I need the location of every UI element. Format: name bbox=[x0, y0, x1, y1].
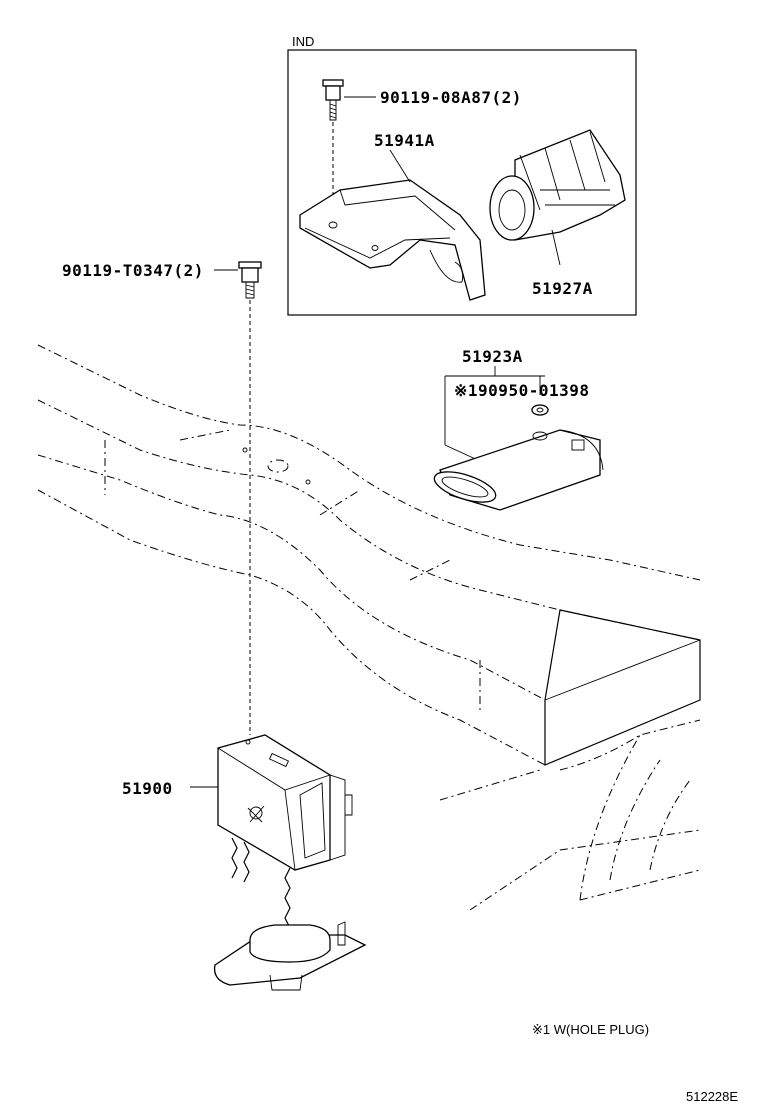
label-90119-t0347: 90119-T0347(2) bbox=[62, 261, 204, 280]
footnote: ※1 W(HOLE PLUG) bbox=[532, 1022, 649, 1037]
label-90119-08a87: 90119-08A87(2) bbox=[380, 88, 522, 107]
bracket-51941a bbox=[299, 149, 486, 301]
inset-tag: IND bbox=[292, 34, 314, 49]
label-51941a: 51941A bbox=[374, 131, 435, 150]
diagram-code: 512228E bbox=[686, 1089, 738, 1104]
frame-rail bbox=[37, 344, 701, 911]
inset-panel: IND 90119-08A87(2) 51941A bbox=[287, 34, 637, 316]
carrier-51900 bbox=[190, 734, 367, 991]
bolt-90119-t0347 bbox=[214, 261, 262, 735]
label-51927a: 51927A bbox=[532, 279, 593, 298]
label-51900: 51900 bbox=[122, 779, 173, 798]
bushing-51927a bbox=[489, 129, 626, 266]
pad-51923a bbox=[433, 366, 604, 511]
label-90950-01398: ※190950-01398 bbox=[454, 381, 590, 400]
label-51923a: 51923A bbox=[462, 347, 523, 366]
